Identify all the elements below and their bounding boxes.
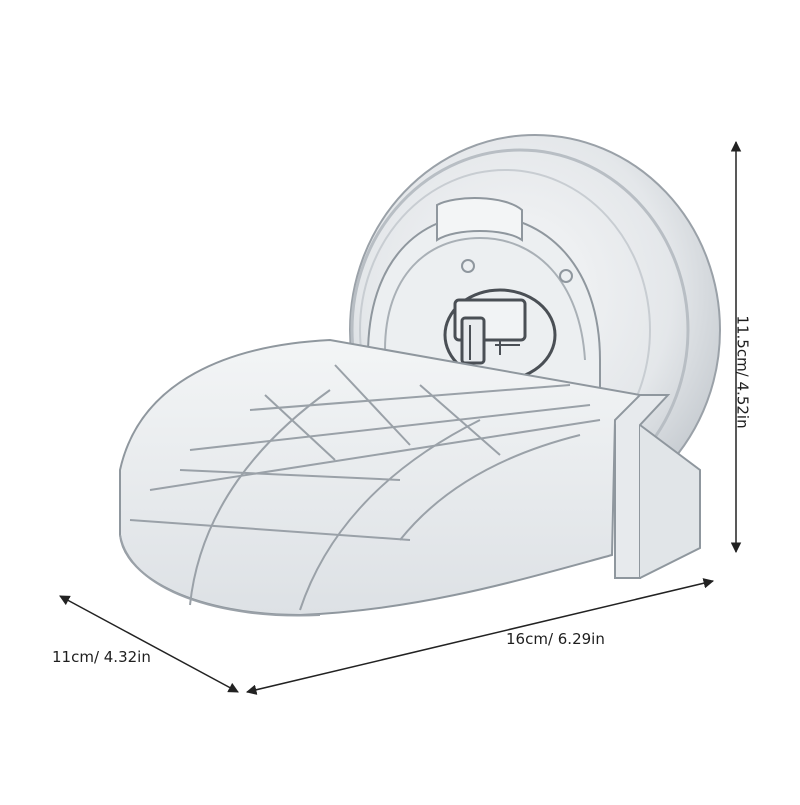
mounting-plate <box>367 197 601 392</box>
depth-dimension-line <box>59 595 239 693</box>
tray-ribs <box>129 364 601 611</box>
width-dimension-line <box>245 578 715 695</box>
lock-knob <box>443 288 557 382</box>
width-dimension-label: 16cm/ 6.29in <box>506 630 605 648</box>
height-dimension-label: 11.5cm/ 4.52in <box>733 315 752 429</box>
depth-dimension-label: 11cm/ 4.32in <box>52 648 151 666</box>
soap-tray <box>119 338 643 617</box>
dimension-lines <box>59 140 742 695</box>
